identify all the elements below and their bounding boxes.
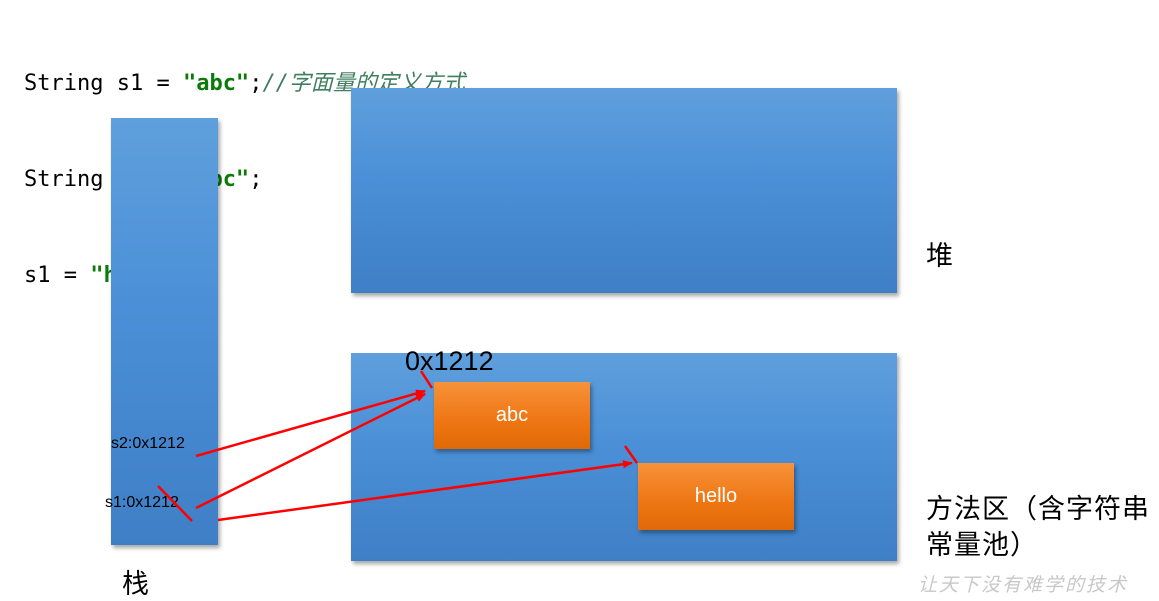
address-label: 0x1212 bbox=[405, 346, 494, 376]
code-text: s1 = bbox=[24, 263, 91, 288]
strike-mark-address bbox=[419, 370, 434, 389]
heap-region bbox=[351, 88, 897, 293]
code-text: String s1 = bbox=[24, 71, 183, 96]
code-line-1: String s1 = "abc";//字面量的定义方式 bbox=[24, 68, 465, 100]
strike-mark-hello bbox=[623, 445, 639, 464]
arrow-s1-to-abc bbox=[195, 392, 426, 510]
method-area-label: 方法区（含字符串常量池） bbox=[926, 494, 1150, 561]
string-object-label: hello bbox=[694, 485, 738, 507]
arrow-s1-to-hello bbox=[217, 460, 633, 522]
code-text: ; bbox=[249, 167, 263, 192]
stack-var-s2: s2:0x1212 bbox=[111, 435, 185, 452]
heap-label: 堆 bbox=[926, 241, 953, 272]
stack-var-s1: s1:0x1212 bbox=[105, 494, 179, 511]
strike-mark-s1 bbox=[157, 485, 193, 522]
string-object-abc: abc bbox=[434, 382, 590, 449]
code-text: ; bbox=[249, 71, 263, 96]
string-object-hello: hello bbox=[638, 463, 794, 530]
string-object-label: abc bbox=[495, 404, 529, 426]
arrow-s2-to-abc bbox=[195, 389, 426, 458]
stack-region bbox=[111, 118, 218, 545]
string-literal: "abc" bbox=[182, 71, 250, 96]
watermark: 让天下没有难学的技术 bbox=[918, 574, 1129, 596]
stack-label: 栈 bbox=[122, 569, 149, 600]
